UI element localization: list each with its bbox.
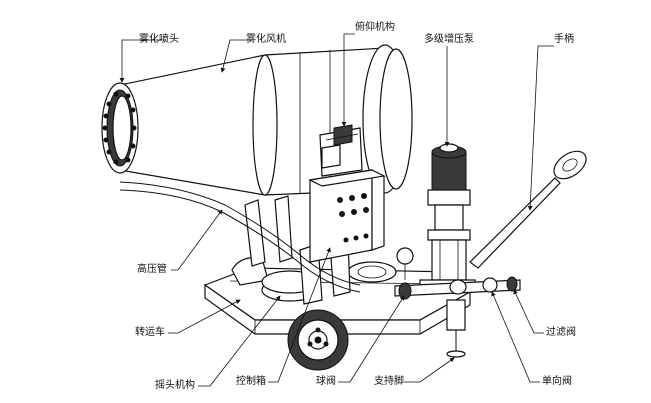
label-booster-pump: 多级增压泵 (424, 34, 474, 45)
support-foot (446, 299, 466, 358)
label-handle: 手柄 (554, 34, 574, 45)
fan-barrel (101, 44, 413, 196)
label-control-box: 控制箱 (236, 376, 266, 387)
pitch-mechanism (319, 124, 363, 177)
label-check-valve: 单向阀 (542, 376, 572, 387)
label-transport-cart: 转运车 (135, 327, 165, 338)
label-mist-fan: 雾化风机 (246, 34, 286, 45)
valves (394, 276, 521, 300)
leader-lines (119, 33, 554, 387)
label-ball-valve: 球阀 (316, 376, 336, 387)
label-support-foot: 支持脚 (374, 376, 404, 387)
label-filter-valve: 过滤阀 (546, 327, 576, 338)
wheel (287, 309, 349, 371)
label-high-pressure-pipe: 高压管 (137, 264, 167, 275)
nozzle-tips (102, 91, 137, 165)
label-swing-mechanism: 摇头机构 (155, 380, 195, 391)
handle (469, 150, 587, 269)
label-pitch-mechanism: 俯仰机构 (355, 22, 395, 33)
control-buttons (337, 193, 369, 243)
booster-pump (396, 143, 476, 293)
control-box (308, 169, 386, 263)
label-mist-nozzle: 雾化喷头 (139, 34, 179, 45)
high-pressure-pipe (119, 181, 361, 293)
